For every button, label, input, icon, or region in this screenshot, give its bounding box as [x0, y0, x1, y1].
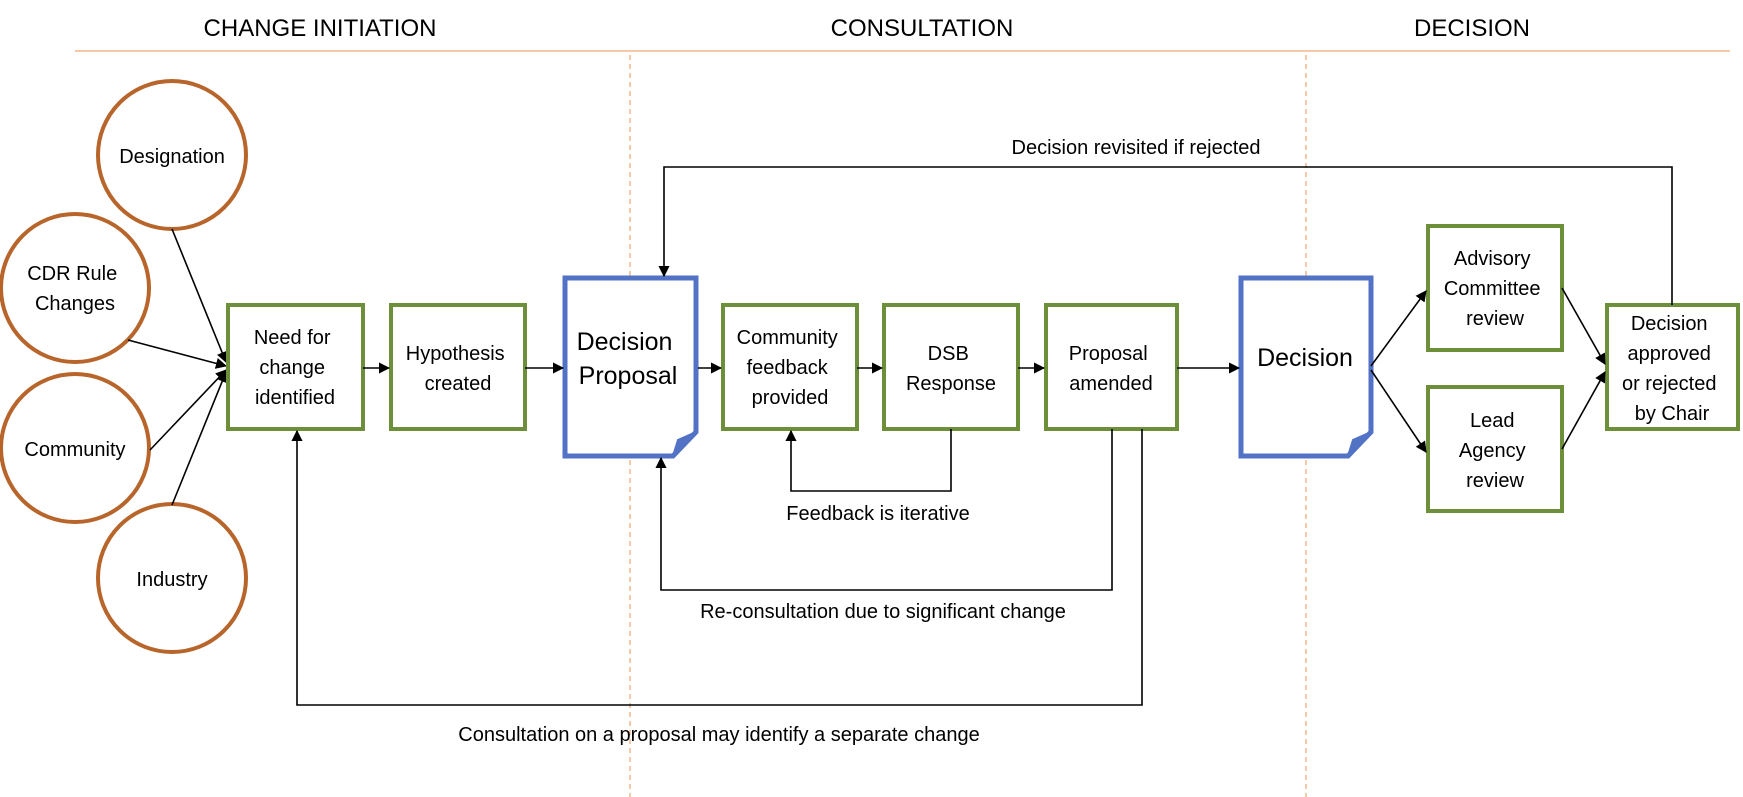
loop-separate-change	[291, 429, 1143, 706]
document-decision-fold	[1347, 431, 1372, 457]
edge-community-to-need	[149, 369, 227, 451]
step-box-community-feedback	[721, 303, 859, 431]
edge-advisory-to-chair	[1561, 287, 1606, 365]
edge-label-separate-change: Consultation on a proposal may identify …	[458, 724, 979, 746]
source-label-industry: Industry	[136, 569, 207, 591]
edge-decision-to-lead-agency	[1370, 369, 1427, 453]
loop-reconsultation	[655, 429, 1113, 591]
step-label-hypothesis: Hypothesis created	[406, 343, 511, 395]
step-label-need-for-change: Need for change identified	[254, 327, 336, 409]
loop-feedback-iterative	[785, 429, 952, 492]
source-circle-community	[0, 372, 151, 524]
step-box-hypothesis	[389, 303, 527, 431]
edge-label-iterative: Feedback is iterative	[786, 503, 969, 525]
step-label-dsb-response: DSB Response	[906, 343, 996, 395]
source-label-cdr-rule-changes: CDR Rule Changes	[27, 263, 123, 315]
step-box-lead-agency-review	[1426, 385, 1564, 513]
step-box-need-for-change	[226, 303, 365, 431]
edge-lead-agency-to-chair	[1561, 371, 1606, 450]
edge-label-reconsultation: Re-consultation due to significant chang…	[700, 601, 1066, 623]
phase-title-initiation: CHANGE INITIATION	[204, 15, 437, 42]
edge-cdr-to-need	[127, 339, 228, 369]
step-box-advisory-review	[1426, 224, 1564, 352]
step-box-proposal-amended	[1044, 303, 1179, 431]
phase-title-consultation: CONSULTATION	[831, 15, 1014, 42]
edge-industry-to-need	[171, 370, 228, 506]
source-circle-cdr-rule-changes	[0, 212, 151, 364]
step-label-lead-agency-review: Lead Agency review	[1459, 410, 1531, 492]
phase-title-decision: DECISION	[1414, 15, 1530, 42]
step-box-dsb-response	[882, 303, 1020, 431]
step-label-advisory-review: Advisory Committee review	[1444, 248, 1546, 330]
document-label-decision: Decision	[1257, 344, 1353, 372]
step-label-chair-decision: Decision approved or rejected by Chair	[1622, 313, 1722, 425]
document-label-decision-proposal: Decision Proposal	[577, 328, 680, 390]
step-label-proposal-amended: Proposal amended	[1069, 343, 1154, 395]
source-label-designation: Designation	[119, 146, 225, 168]
step-box-chair-decision	[1605, 303, 1740, 431]
edge-decision-to-advisory	[1370, 290, 1427, 367]
document-decision-proposal-fold	[672, 431, 697, 457]
loop-decision-revisited	[658, 166, 1673, 305]
edge-label-revisited: Decision revisited if rejected	[1012, 137, 1261, 159]
edge-designation-to-need	[171, 228, 228, 364]
source-label-community: Community	[24, 439, 125, 461]
step-label-community-feedback: Community feedback provided	[737, 327, 844, 409]
